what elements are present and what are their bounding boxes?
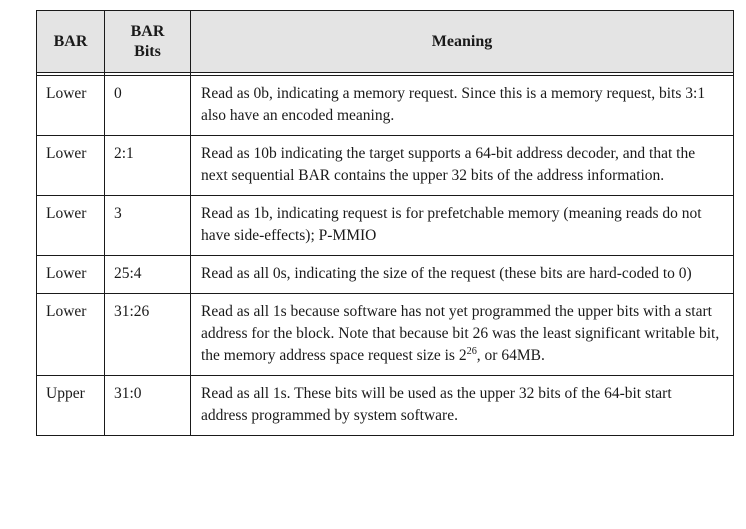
cell-meaning: Read as all 1s because software has not … <box>190 293 734 376</box>
table-row: Lower 25:4 Read as all 0s, indicating th… <box>36 255 734 294</box>
cell-meaning: Read as 0b, indicating a memory request.… <box>190 75 734 136</box>
cell-meaning-text-part1: Read as all 1s because software has not … <box>201 303 720 364</box>
column-header-meaning: Meaning <box>190 10 734 73</box>
table-header: BAR BAR Bits Meaning <box>36 10 734 76</box>
header-rule-cell-meaning <box>190 72 734 76</box>
cell-bar: Upper <box>36 375 105 436</box>
column-header-bar-bits: BAR Bits <box>104 10 191 73</box>
cell-bits: 25:4 <box>104 255 191 294</box>
table-row: Lower 3 Read as 1b, indicating request i… <box>36 195 734 256</box>
table-header-row: BAR BAR Bits Meaning <box>36 10 734 73</box>
column-header-bar-bits-line2: Bits <box>134 42 161 60</box>
table-row: Lower 31:26 Read as all 1s because softw… <box>36 293 734 376</box>
table-row: Upper 31:0 Read as all 1s. These bits wi… <box>36 375 734 436</box>
table-row: Lower 2:1 Read as 10b indicating the tar… <box>36 135 734 196</box>
cell-bits: 31:0 <box>104 375 191 436</box>
cell-bits: 3 <box>104 195 191 256</box>
cell-bar: Lower <box>36 135 105 196</box>
header-double-rule <box>36 72 734 76</box>
cell-bar: Lower <box>36 75 105 136</box>
cell-bits: 2:1 <box>104 135 191 196</box>
table-row: Lower 0 Read as 0b, indicating a memory … <box>36 75 734 136</box>
cell-meaning: Read as 1b, indicating request is for pr… <box>190 195 734 256</box>
cell-meaning: Read as all 1s. These bits will be used … <box>190 375 734 436</box>
cell-bar: Lower <box>36 255 105 294</box>
cell-bits: 31:26 <box>104 293 191 376</box>
column-header-bar: BAR <box>36 10 105 73</box>
column-header-bar-bits-line1: BAR <box>130 22 165 40</box>
cell-meaning-superscript: 26 <box>466 345 477 357</box>
table-body: Lower 0 Read as 0b, indicating a memory … <box>36 75 734 436</box>
cell-meaning: Read as all 0s, indicating the size of t… <box>190 255 734 294</box>
cell-meaning-text-part2: , or 64MB. <box>476 347 545 364</box>
cell-bar: Lower <box>36 195 105 256</box>
bar-register-table: BAR BAR Bits Meaning Lower 0 Read as 0b,… <box>36 10 734 436</box>
cell-bits: 0 <box>104 75 191 136</box>
cell-bar: Lower <box>36 293 105 376</box>
cell-meaning: Read as 10b indicating the target suppor… <box>190 135 734 196</box>
